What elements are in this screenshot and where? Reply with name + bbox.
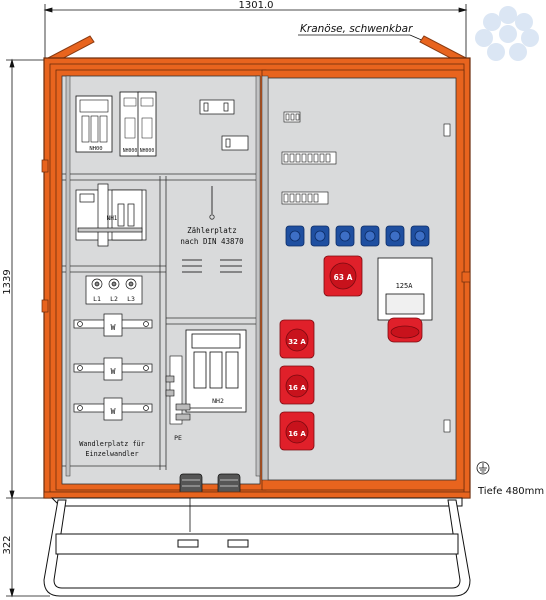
cee-63a-label: 63 A — [334, 273, 353, 282]
base-height-label: 322 — [2, 535, 13, 554]
cee-socket-32a — [279, 319, 315, 359]
nh00-fuse-switch — [75, 95, 113, 153]
nh00-label: NH00 — [89, 146, 102, 152]
crane-eye-label: Kranöse, schwenkbar — [300, 23, 413, 35]
wandler-label-1: Wandlerplatz für — [79, 440, 144, 448]
schuko-socket — [335, 225, 355, 247]
meter-vent-slots — [182, 259, 242, 273]
left-post — [65, 75, 71, 477]
nh000-label-b: NH000 — [140, 148, 155, 154]
transformer-label-3: W — [111, 407, 116, 416]
transformer-rail-2 — [73, 357, 153, 381]
schuko-socket — [360, 225, 380, 247]
left-door-dividers — [62, 173, 260, 470]
nh000-label-a: NH000 — [123, 148, 138, 154]
base-stand — [43, 497, 471, 597]
ground-icon — [476, 461, 490, 475]
nh2-label: NH2 — [212, 397, 224, 405]
door-lock-top — [443, 123, 451, 137]
left-hinge-bottom — [41, 299, 49, 313]
nh1-label: NH1 — [107, 215, 118, 222]
cee-125a-label: 125A — [396, 282, 414, 290]
schuko-socket-row — [285, 225, 430, 247]
wandler-label-2: Einzelwandler — [85, 450, 138, 458]
nh1-fuse-block — [75, 183, 147, 247]
small-breakers-top — [199, 99, 249, 151]
cee-socket-16a-upper — [279, 365, 315, 405]
nh000-fuse-switch-a — [119, 91, 141, 157]
brand-logo-watermark — [475, 6, 539, 61]
mcb-row-1 — [283, 111, 301, 123]
schuko-socket — [285, 225, 305, 247]
nh2-fuse-switch — [185, 329, 247, 413]
meter-place-label-2: nach DIN 43870 — [180, 237, 244, 246]
cee-32a-label: 32 A — [288, 338, 306, 346]
width-dimension-label: 1301.0 — [239, 0, 274, 11]
left-hinge-top — [41, 159, 49, 173]
transformer-rail-1 — [73, 313, 153, 337]
cee-socket-125a — [377, 257, 433, 343]
divider-post — [261, 75, 269, 481]
height-dimension — [6, 58, 50, 500]
transformer-rail-3 — [73, 397, 153, 421]
phase-l1-label: L1 — [93, 295, 101, 303]
schuko-socket — [410, 225, 430, 247]
pe-terminal-bar — [165, 355, 191, 425]
nh000-fuse-switch-b — [137, 91, 157, 157]
cee-16a-upper-label: 16 A — [288, 384, 306, 392]
schuko-socket — [385, 225, 405, 247]
meter-area-dot — [209, 214, 215, 220]
door-lock-bottom — [443, 419, 451, 433]
phase-l2-label: L2 — [110, 295, 118, 303]
height-dimension-label: 1339 — [2, 269, 13, 294]
cee-socket-16a-lower — [279, 411, 315, 451]
schuko-socket — [310, 225, 330, 247]
cee-16a-lower-label: 16 A — [288, 430, 306, 438]
mcb-row-3 — [281, 191, 329, 205]
cabinet-bottom-rail — [43, 491, 471, 499]
depth-label: Tiefe 480mm — [477, 486, 544, 497]
phase-terminal-block — [85, 275, 143, 305]
transformer-label-1: W — [111, 323, 116, 332]
cee-socket-63a — [323, 255, 363, 297]
pe-label: PE — [174, 434, 182, 442]
phase-l3-label: L3 — [127, 295, 135, 303]
meter-place-label-1: Zählerplatz — [187, 226, 237, 235]
base-height-dimension — [6, 498, 50, 598]
mcb-row-2 — [281, 151, 337, 165]
middle-post — [255, 75, 261, 477]
transformer-label-2: W — [111, 367, 116, 376]
right-handle — [461, 271, 471, 283]
width-dimension — [43, 4, 468, 58]
